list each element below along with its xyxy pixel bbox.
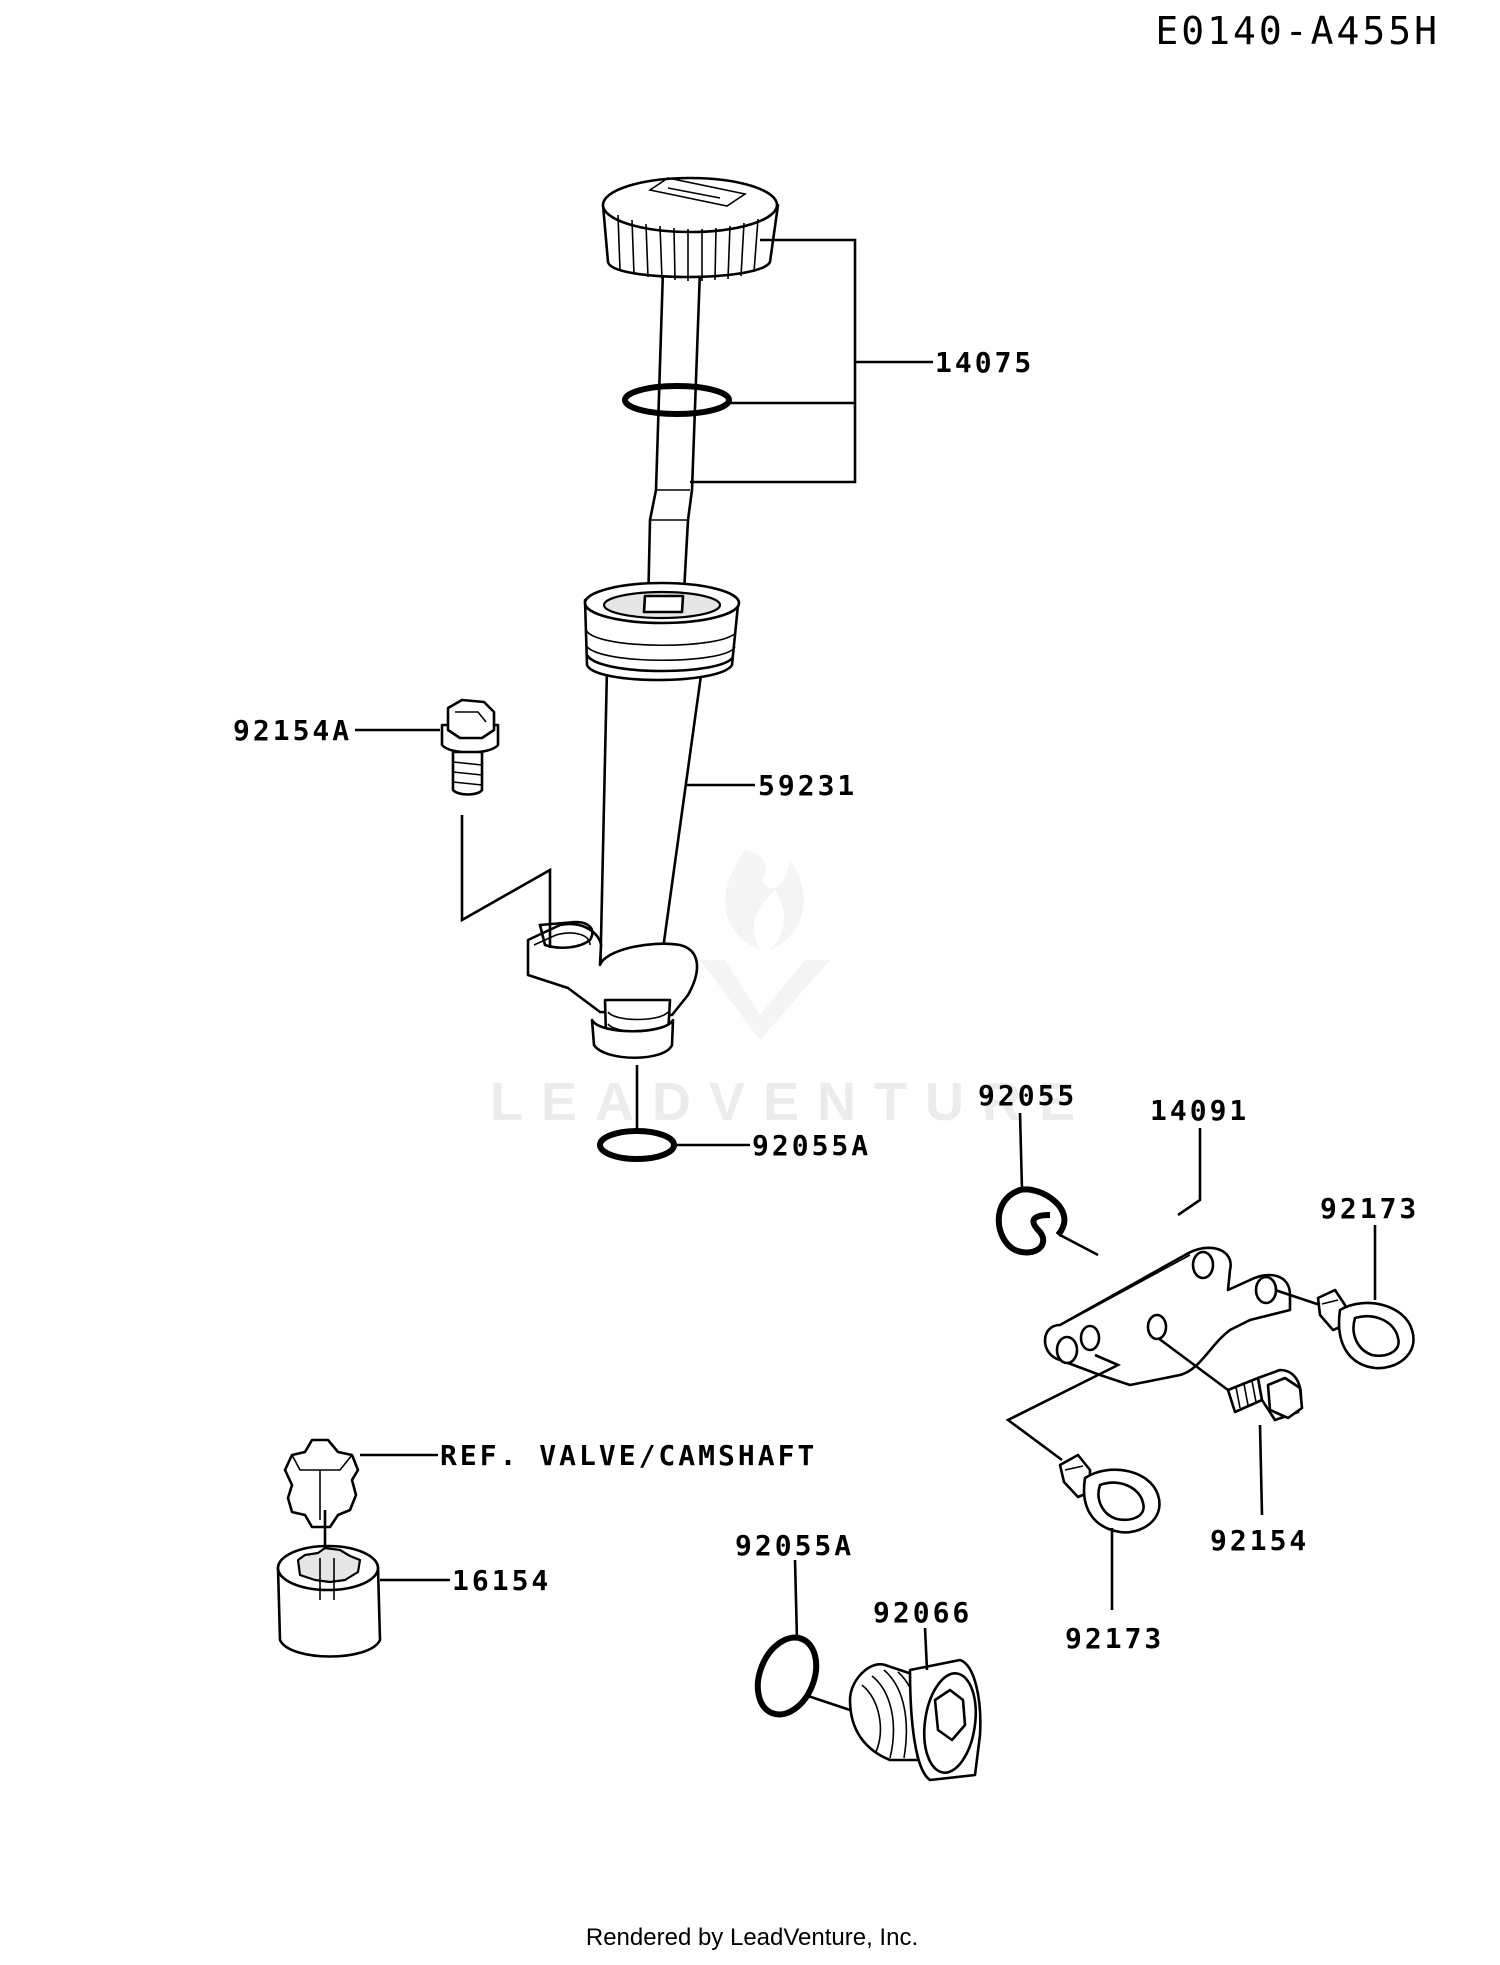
label-92055A-bottom: 92055A — [735, 1529, 854, 1562]
drain-plug-o-ring[interactable] — [747, 1629, 827, 1723]
label-92055: 92055 — [978, 1079, 1077, 1112]
label-92154: 92154 — [1210, 1524, 1309, 1557]
label-14091: 14091 — [1150, 1094, 1249, 1127]
leader-lines — [323, 238, 1377, 1712]
flange-bolt-92154A[interactable] — [440, 698, 500, 796]
dipstick-o-ring[interactable] — [622, 383, 732, 417]
oil-pump-inner-rotor[interactable] — [283, 1438, 360, 1529]
leadventure-watermark: LEADVENTURE — [490, 850, 1093, 1132]
oil-pipe-bracket[interactable] — [1043, 1246, 1292, 1387]
oil-gauge-dipstick[interactable] — [601, 176, 780, 612]
o-ring-92055[interactable] — [995, 1186, 1068, 1256]
oil-drain-plug[interactable] — [848, 1658, 982, 1782]
watermark-text: LEADVENTURE — [490, 1072, 1093, 1132]
label-92055A-top: 92055A — [752, 1129, 871, 1162]
label-14075: 14075 — [935, 346, 1034, 379]
hose-clamp-right[interactable] — [1316, 1288, 1415, 1370]
label-92173-bottom: 92173 — [1065, 1622, 1164, 1655]
hose-clamp-bottom[interactable] — [1058, 1453, 1161, 1534]
oil-filler-pipe[interactable] — [526, 581, 741, 1060]
label-59231: 59231 — [758, 769, 857, 802]
label-92173-right: 92173 — [1320, 1192, 1419, 1225]
pipe-o-ring[interactable] — [597, 1128, 677, 1162]
label-ref-valve-camshaft: REF. VALVE/CAMSHAFT — [440, 1439, 817, 1472]
label-92154A: 92154A — [233, 714, 352, 747]
diagram-code: E0140-A455H — [1155, 9, 1440, 53]
oil-pump-outer-rotor[interactable] — [276, 1544, 382, 1658]
label-92066: 92066 — [873, 1596, 972, 1629]
leadventure-flame-logo — [700, 850, 830, 1040]
footer-credit: Rendered by LeadVenture, Inc. — [586, 1924, 918, 1951]
label-16154: 16154 — [452, 1564, 551, 1597]
bracket-bolt-92154[interactable] — [1226, 1368, 1304, 1422]
